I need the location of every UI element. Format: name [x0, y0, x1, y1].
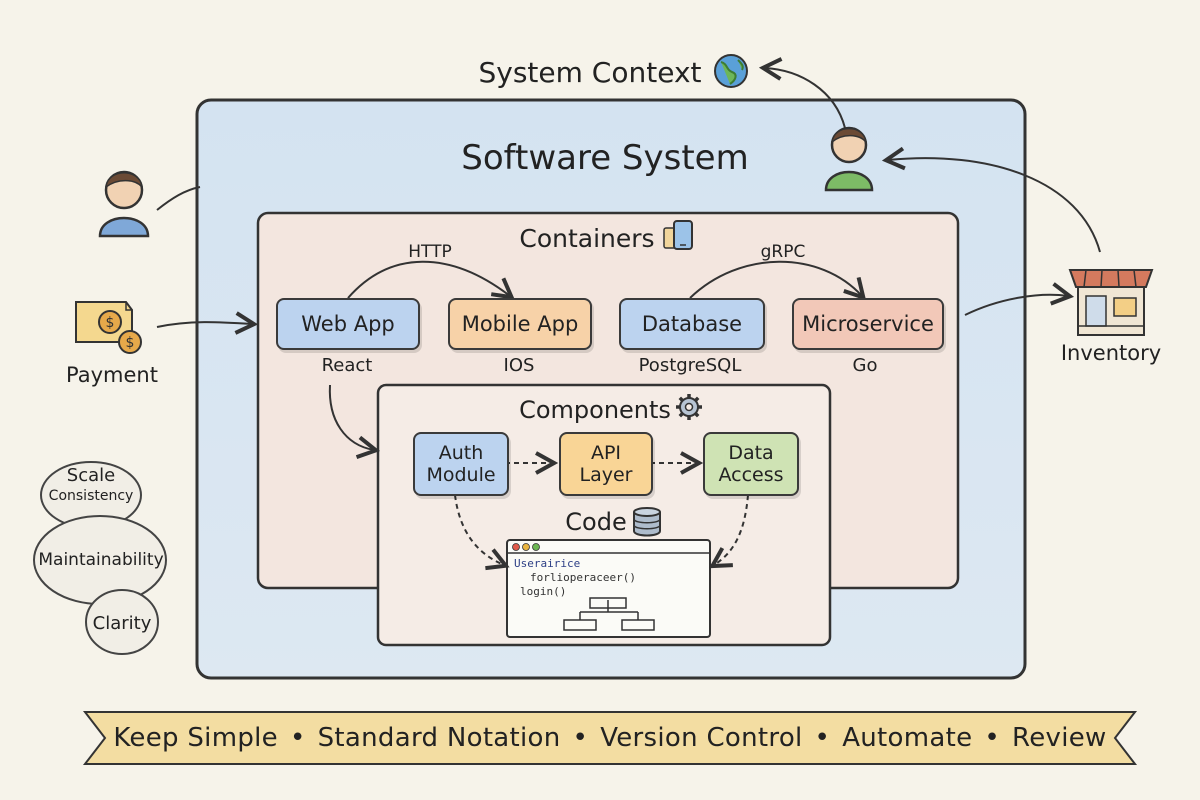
- system-context-title: System Context: [478, 55, 702, 89]
- quality-consistency: Consistency: [48, 488, 134, 504]
- quality-circles: [33, 461, 167, 655]
- phone-icon: [663, 220, 693, 250]
- globe-icon: [714, 54, 748, 88]
- arrow-grpc: [689, 260, 862, 298]
- component-data-access-label: Data Access: [718, 442, 784, 486]
- quality-maintainability: Maintainability: [38, 550, 164, 570]
- arrow-microservice-to-inventory: [964, 295, 1068, 316]
- code-line: Userairice: [514, 557, 581, 570]
- component-auth-module: Auth Module: [413, 432, 509, 496]
- component-auth-module-label: Auth Module: [426, 442, 496, 486]
- principle-item: Automate: [842, 723, 973, 753]
- container-microservice-tech: Go: [852, 354, 878, 376]
- container-mobile-app: Mobile App: [448, 298, 592, 350]
- principle-item: Review: [1012, 723, 1107, 753]
- svg-text:$: $: [126, 335, 135, 351]
- database-icon: [633, 507, 661, 537]
- payment-icon: $ $: [75, 301, 142, 354]
- arrow-webapp-to-components: [328, 384, 374, 450]
- code-line: forlioperaceer(): [530, 571, 636, 584]
- banner-ribbon: [82, 711, 1138, 765]
- components-title: Components: [519, 396, 671, 424]
- person-icon-left: [98, 170, 150, 238]
- store-icon: [1068, 269, 1154, 336]
- container-database-tech: PostgreSQL: [638, 354, 742, 376]
- code-title: Code: [565, 508, 627, 536]
- component-api-layer: API Layer: [559, 432, 653, 496]
- arrow-auth-to-code: [454, 494, 504, 565]
- code-window: [506, 539, 711, 638]
- arrow-inventory-to-user: [888, 158, 1101, 253]
- person-icon-right: [824, 126, 874, 192]
- protocol-grpc-label: gRPC: [760, 242, 806, 262]
- arrow-http: [347, 260, 510, 298]
- container-database: Database: [619, 298, 765, 350]
- container-web-app: Web App: [276, 298, 420, 350]
- protocol-http-label: HTTP: [408, 242, 452, 262]
- principle-item: Keep Simple: [113, 723, 278, 753]
- arrow-payment-to-webapp: [156, 322, 252, 327]
- principles-banner: Keep Simple• Standard Notation• Version …: [113, 723, 1107, 753]
- container-web-app-tech: React: [321, 354, 373, 376]
- code-snippet: Userairice forlioperaceer() login(): [514, 557, 636, 599]
- software-system-title: Software System: [461, 138, 749, 178]
- quality-scale: Scale: [66, 464, 116, 486]
- arrow-data-to-code: [714, 494, 749, 565]
- component-api-layer-label: API Layer: [579, 442, 633, 486]
- principle-item: Version Control: [600, 723, 803, 753]
- payment-label: Payment: [66, 363, 158, 387]
- gear-icon: [676, 394, 702, 420]
- quality-clarity: Clarity: [92, 612, 152, 634]
- containers-title: Containers: [519, 223, 655, 253]
- arrow-user-to-context: [765, 68, 846, 129]
- component-data-access: Data Access: [703, 432, 799, 496]
- code-line: login(): [520, 585, 567, 598]
- principle-item: Standard Notation: [317, 723, 561, 753]
- inventory-label: Inventory: [1060, 341, 1162, 365]
- container-microservice: Microservice: [792, 298, 944, 350]
- svg-text:$: $: [106, 315, 115, 331]
- container-mobile-app-tech: IOS: [503, 354, 535, 376]
- line-user-left: [156, 186, 201, 211]
